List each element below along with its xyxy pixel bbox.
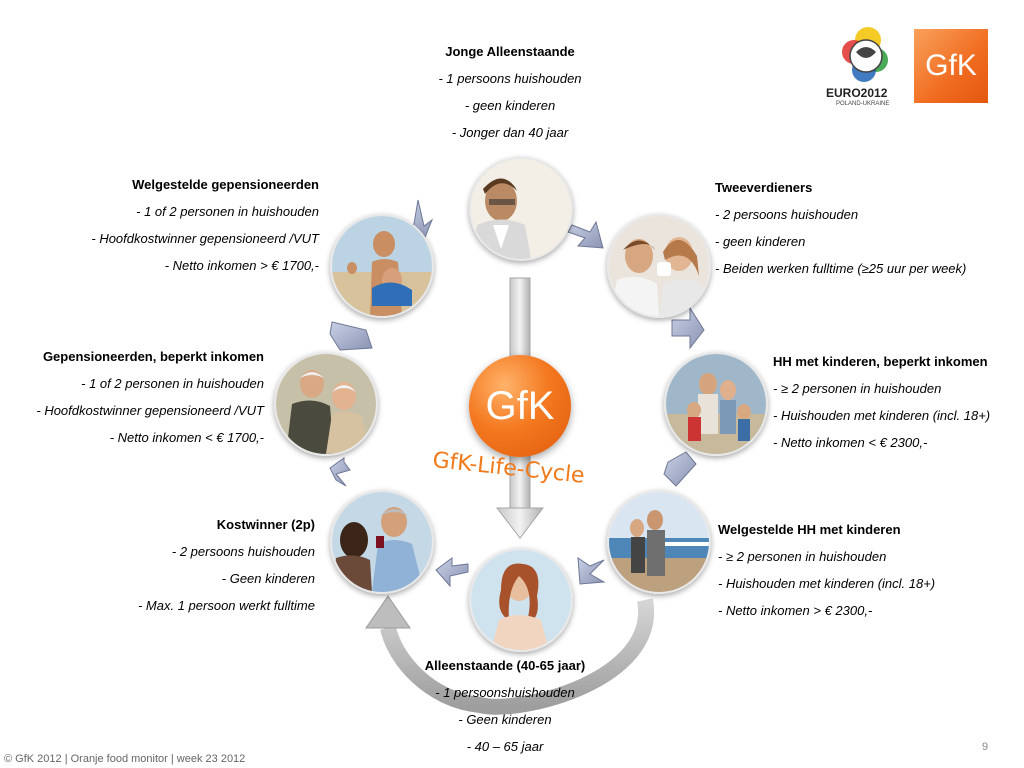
segment-line: - Jonger dan 40 jaar — [451, 125, 569, 140]
segment-young-single: Jonge Alleenstaande - 1 persoons huishou… — [405, 38, 615, 146]
photo-breadwinner — [330, 490, 434, 594]
gfk-center-logo: GfK — [469, 355, 571, 457]
segment-title: HH met kinderen, beperkt inkomen — [773, 354, 988, 369]
segment-wealthy-family: Welgestelde HH met kinderen - ≥ 2 person… — [718, 516, 1008, 624]
segment-line: - Huishouden met kinderen (incl. 18+) — [718, 576, 936, 591]
segment-line: - 1 of 2 personen in huishouden — [136, 204, 319, 219]
segment-line: - Max. 1 persoon werkt fulltime — [137, 598, 315, 613]
photo-retired-low-income — [274, 352, 378, 456]
segment-line: - 2 persoons huishouden — [715, 207, 859, 222]
segment-retired-low-income: Gepensioneerden, beperkt inkomen - 1 of … — [10, 343, 264, 451]
photo-single-40-65 — [469, 548, 573, 652]
segment-double-earners: Tweeverdieners - 2 persoons huishouden -… — [715, 174, 1015, 282]
segment-wealthy-retired: Welgestelde gepensioneerden - 1 of 2 per… — [40, 171, 319, 279]
segment-line: - 40 – 65 jaar — [466, 739, 544, 754]
segment-single-40-65: Alleenstaande (40-65 jaar) - 1 persoonsh… — [395, 652, 615, 760]
segment-line: - Netto inkomen < € 1700,- — [109, 430, 264, 445]
segment-line: - 1 persoons huishouden — [438, 71, 582, 86]
segment-line: - 1 persoonshuishouden — [435, 685, 575, 700]
segment-family-low-income: HH met kinderen, beperkt inkomen - ≥ 2 p… — [773, 348, 1021, 456]
photo-wealthy-retired — [330, 214, 434, 318]
photo-wealthy-family — [607, 490, 711, 594]
segment-line: - Geen kinderen — [458, 712, 552, 727]
segment-line: - Beiden werken fulltime (≥25 uur per we… — [715, 261, 967, 276]
segment-line: - geen kinderen — [715, 234, 806, 249]
page-number: 9 — [982, 741, 989, 753]
euro2012-text: EURO2012 — [826, 86, 888, 100]
segment-title: Welgestelde gepensioneerden — [132, 177, 319, 192]
segment-line: - Hoofdkostwinner gepensioneerd /VUT — [91, 231, 319, 246]
segment-title: Gepensioneerden, beperkt inkomen — [42, 349, 264, 364]
gfk-logo: GfK — [914, 29, 988, 103]
segment-breadwinner: Kostwinner (2p) - 2 persoons huishouden … — [60, 511, 315, 619]
segment-title: Alleenstaande (40-65 jaar) — [424, 658, 586, 673]
bottom-arc-arrow — [365, 595, 655, 715]
segment-line: - geen kinderen — [464, 98, 556, 113]
segment-line: - Netto inkomen > € 2300,- — [718, 603, 873, 618]
photo-double-earners — [607, 214, 711, 318]
segment-line: - Netto inkomen < € 2300,- — [773, 435, 928, 450]
euro2012-subtext: POLAND-UKRAINE — [836, 101, 890, 107]
segment-line: - Geen kinderen — [221, 571, 315, 586]
euro2012-logo — [842, 27, 888, 82]
footer-copyright: © GfK 2012 | Oranje food monitor | week … — [4, 753, 246, 765]
segment-title: Jonge Alleenstaande — [445, 44, 575, 59]
segment-line: - 1 of 2 personen in huishouden — [81, 376, 264, 391]
photo-young-single — [469, 157, 573, 261]
segment-line: - ≥ 2 personen in huishouden — [773, 381, 942, 396]
photo-family-low-income — [664, 352, 768, 456]
segment-line: - ≥ 2 personen in huishouden — [718, 549, 887, 564]
segment-title: Welgestelde HH met kinderen — [718, 522, 901, 537]
segment-line: - Hoofdkostwinner gepensioneerd /VUT — [36, 403, 264, 418]
segment-line: - Huishouden met kinderen (incl. 18+) — [773, 408, 991, 423]
segment-line: - 2 persoons huishouden — [171, 544, 315, 559]
segment-title: Kostwinner (2p) — [216, 517, 315, 532]
segment-line: - Netto inkomen > € 1700,- — [164, 258, 319, 273]
segment-title: Tweeverdieners — [715, 180, 813, 195]
